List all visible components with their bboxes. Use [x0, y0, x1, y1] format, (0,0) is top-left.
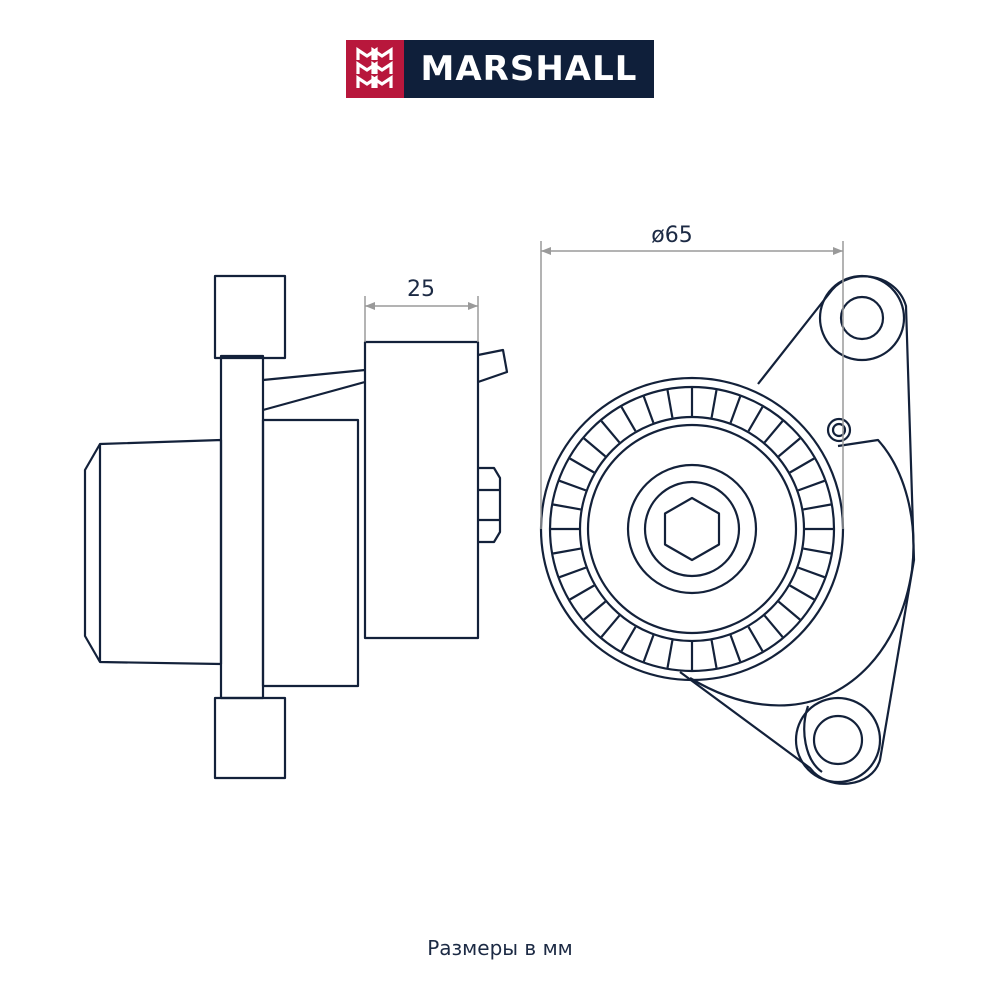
pulley-rib: [763, 420, 784, 444]
dim-25-arrow-left: [365, 302, 375, 310]
pulley-tab: [477, 348, 509, 384]
pulley-hub-inner-circle: [643, 480, 741, 578]
bracket-plate: [219, 354, 265, 700]
pulley-rib: [569, 457, 595, 474]
pulley-rib: [729, 396, 742, 424]
pulley-rib: [552, 547, 581, 555]
tensioner-arm-side: [262, 368, 366, 412]
hex-bolt-head: [663, 496, 721, 562]
pulley-outer-rim-inner: [548, 385, 836, 673]
pulley-rib: [747, 406, 764, 432]
lower-mount-hole: [812, 714, 864, 766]
pulley-rib: [777, 600, 801, 621]
dim-65-arrow-left: [541, 247, 551, 255]
pulley-rib: [642, 634, 655, 662]
pulley-rib: [666, 389, 674, 418]
pulley-rib: [789, 584, 815, 601]
pulley-rib: [710, 389, 718, 418]
dim-65-arrow-right: [833, 247, 843, 255]
pulley-rib: [583, 600, 607, 621]
pulley-rib: [803, 503, 832, 511]
spring-housing: [261, 418, 360, 688]
pulley-rib: [600, 420, 621, 444]
pulley-rib: [559, 479, 587, 492]
pulley-outer-rim: [539, 376, 845, 682]
upper-mount-hole: [839, 295, 885, 341]
pulley-ribs: [551, 388, 833, 670]
dim-25-arrow-right: [468, 302, 478, 310]
pulley-rib: [763, 614, 784, 638]
pulley-rib: [552, 503, 581, 511]
tensioner-body-curve: [689, 438, 915, 707]
pulley-rib: [777, 437, 801, 458]
units-caption: Размеры в мм: [427, 936, 573, 960]
dim-diameter-label: ø65: [651, 223, 692, 248]
pulley-rib: [797, 479, 825, 492]
pulley-side: [363, 340, 480, 640]
pulley-rib: [747, 626, 764, 652]
indicator-pin: [826, 417, 852, 443]
pulley-rib: [789, 457, 815, 474]
pulley-rib: [620, 626, 637, 652]
pulley-rib: [797, 566, 825, 579]
pulley-rib: [620, 406, 637, 432]
front-view: [539, 274, 916, 785]
bracket-top-block: [213, 274, 287, 360]
lower-mount-eye: [794, 696, 882, 784]
brand-name: MARSHALL: [404, 40, 654, 98]
mmm-monogram-icon: [356, 47, 393, 88]
pulley-rib-inner-circle: [578, 415, 806, 643]
pulley-rib: [642, 396, 655, 424]
upper-mount-eye: [818, 274, 906, 362]
pulley-rib: [710, 640, 718, 669]
bolt-head-side: [478, 466, 502, 544]
housing-cap: [83, 438, 223, 666]
pulley-rib: [559, 566, 587, 579]
dimension-arrows: [365, 247, 843, 310]
pulley-rib: [666, 640, 674, 669]
dimension-lines: [364, 241, 844, 529]
pulley-rib: [600, 614, 621, 638]
dim-width-label: 25: [407, 277, 435, 302]
pulley-rib: [803, 547, 832, 555]
pulley-web-circle: [586, 423, 798, 635]
bracket-bottom-block: [213, 696, 287, 780]
pulley-rib: [583, 437, 607, 458]
brand-logo: MARSHALL: [346, 40, 654, 98]
pulley-rib: [569, 584, 595, 601]
side-view: [83, 274, 509, 780]
pulley-hub-circle: [626, 463, 758, 595]
indicator-pin-inner: [831, 422, 847, 438]
pulley-rib: [729, 634, 742, 662]
logo-mark-icon: [346, 40, 404, 98]
